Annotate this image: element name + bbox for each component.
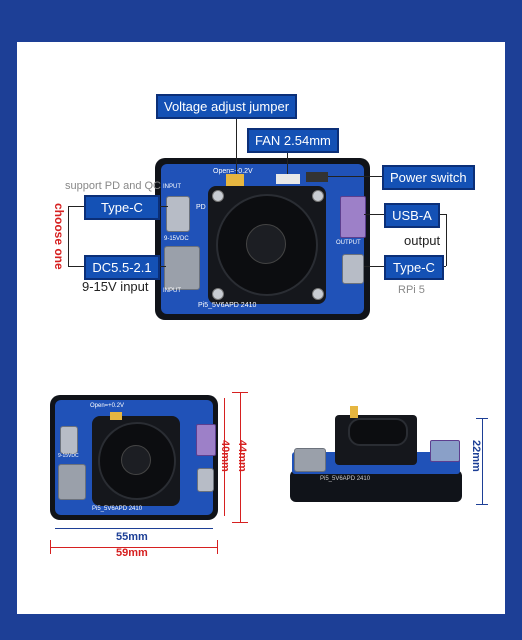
top-fan-screw [212, 288, 224, 300]
dim-22-line [482, 418, 483, 504]
dim-22-cap-bottom [476, 504, 488, 505]
bl-typec-port [60, 426, 78, 454]
dim-55-label: 55mm [116, 531, 148, 543]
dc-leader [156, 266, 166, 267]
top-power-switch [306, 172, 328, 182]
dim-44-cap-bottom [232, 522, 248, 523]
br-dc-jack [294, 448, 326, 472]
bl-dc-jack [58, 464, 86, 500]
top-fan-hub [246, 224, 286, 264]
usba-leader [364, 214, 384, 215]
usb-a-label: USB-A [384, 203, 440, 228]
choose-one-note: choose one [52, 203, 66, 270]
dim-59-cap-left [50, 540, 51, 554]
silk-vdc: 9-15VDC [164, 236, 189, 242]
bl-fan-hub [121, 445, 151, 475]
silk-pd: PD [196, 204, 206, 211]
br-silk: Pi5_5V6APD 2410 [320, 476, 371, 482]
br-jumper [350, 406, 358, 418]
dim-59-line [50, 547, 218, 548]
top-fan-connector [276, 174, 300, 184]
output-bracket-v [446, 214, 447, 266]
silk-output: OUTPUT [336, 240, 361, 246]
top-dc-jack [164, 246, 200, 290]
dim-44-line [240, 392, 241, 522]
silk-input-top: INPUT [163, 184, 181, 190]
bl-usb-a [196, 424, 216, 456]
typec-out-leader [364, 266, 384, 267]
br-fan-face [348, 418, 408, 446]
top-fan-screw [312, 288, 324, 300]
dim-59-label: 59mm [116, 547, 148, 559]
top-fan-screw [212, 190, 224, 202]
power-switch-label: Power switch [382, 165, 475, 190]
dim-44-cap-top [232, 392, 248, 393]
top-fan-screw [312, 190, 324, 202]
bl-jumper [110, 412, 122, 420]
top-jumper [226, 174, 244, 186]
bl-silk-vdc: 9-15VDC [58, 453, 79, 459]
br-usb-a [430, 440, 460, 462]
bl-silk-open: Open=+0.2V [90, 403, 125, 409]
dc-input-label: DC5.5-2.1 [84, 255, 160, 280]
bl-typec-out [197, 468, 214, 492]
input-range-note: 9-15V input [82, 279, 149, 294]
type-c-input-label: Type-C [84, 195, 160, 220]
choose-bracket-top [68, 206, 84, 207]
silk-input-bottom: INPUT [163, 288, 181, 294]
dim-59-cap-right [217, 540, 218, 554]
dim-22-cap-top [476, 418, 488, 419]
switch-leader [328, 176, 382, 177]
dim-44-label: 44mm [236, 440, 248, 472]
dim-55-line [55, 528, 213, 529]
jumper-leader [236, 118, 237, 174]
bl-silk-model: Pi5_5V6APD 2410 [92, 506, 143, 512]
silk-model: Pi5_5V6APD 2410 [198, 302, 257, 309]
fan-leader [287, 148, 288, 174]
dim-22-label: 22mm [470, 440, 482, 472]
support-note: support PD and QC [65, 180, 161, 192]
dim-40-label: 40mm [219, 440, 231, 472]
output-note: output [404, 233, 441, 248]
fan-label: FAN 2.54mm [247, 128, 339, 153]
silk-open: Open=+0.2V [213, 168, 253, 175]
br-base [290, 470, 462, 502]
voltage-jumper-label: Voltage adjust jumper [156, 94, 298, 119]
top-usb-a-port [340, 196, 366, 238]
type-c-output-label: Type-C [384, 255, 444, 280]
rpi-note: RPi 5 [398, 284, 425, 296]
choose-bracket-bottom [68, 266, 84, 267]
top-typec-output-port [342, 254, 364, 284]
top-typec-input-port [166, 196, 190, 232]
choose-bracket-v [68, 206, 69, 266]
dim-40-line [224, 398, 225, 516]
typec-in-leader [156, 206, 168, 207]
